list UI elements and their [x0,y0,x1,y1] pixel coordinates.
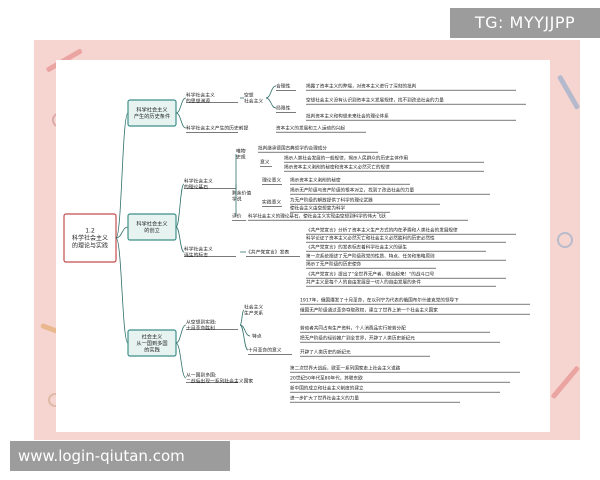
leaf-l22: 劳动者共同占有生产资料，个人消费品实行按劳分配 [300,325,406,332]
connector-line [265,97,277,109]
connector-line [175,342,187,379]
connector-line [115,112,129,239]
leaf-l2: 空想社会主义没有认识到资本主义发展规律，找不到改造社会的力量 [306,97,444,104]
pencil-deco [557,75,580,110]
leaf-l1: 揭露了资本主义的弊端，对资本主义进行了深刻的批判 [306,83,417,90]
clip-deco [557,232,573,248]
node-tedian: 特点 [252,333,262,340]
leaf-l5: 批判继承德国古典哲学的合理成分 [258,145,327,152]
connector-line [175,183,185,228]
leaf-l20: 1917年，俄国爆发了十月革命，在以列宁为代表的俄国布尔什维克党的领导下 [300,297,459,304]
sub-node-1: 科学社会主义的思想渊源 [186,92,215,105]
sub-node-6: 从一国到多国:二战后出现一系列社会主义国家 [186,372,253,385]
branch-node-1-label: 科学社会主义产生的历史条件 [134,106,170,121]
node-weiwu: 唯物史观 [236,148,246,161]
connector-line [175,112,187,129]
leaf-l28: 进一步扩大了世界社会主义的力量 [290,395,359,402]
leaf-l16: 第一次系统阐述了无产阶级政党的性质、特点、任务和策略原则 [306,253,435,260]
leaf-l6: 揭示人类社会发展的一般规律，揭示人民群众的历史主体作用 [284,155,408,162]
leaf-l9: 揭示无产阶级与资产阶级的根本对立，找到了改造社会的力量 [290,187,414,194]
connector-line [239,309,245,326]
branch-node-3-label: 社会主义从一国到多国的实践 [136,332,167,353]
leaf-l12: 科学社会主义的理论基石，使社会主义实现由空想到科学的伟大飞跃 [248,213,386,220]
leaf-l14: 科学论证了资本主义必然灭亡和社会主义必然胜利的历史必然性 [306,235,435,242]
leaf-l13: 《共产党宣言》分析了资本主义生产方式的内在矛盾和人类社会的发展规律 [306,227,458,234]
node-lilunyiyi: 理论意义 [262,177,281,184]
leaf-l26: 20世纪50年代至80年代，苏联东欧 [290,375,363,382]
leaf-l4: 资本主义的发展和工人运动的兴起 [276,125,345,132]
branch-node-2-label: 科学社会主义的创立 [136,220,167,235]
leaf-l19: 共产主义是每个人的自由发展是一切人的自由发展的条件 [306,279,421,286]
leaf-l27: 新中国的成立和社会主义制度的建立 [290,385,364,392]
connector-line [239,324,249,351]
leaf-l24: 开辟了人类历史的新纪元 [300,349,351,356]
node-shehuizhuyi: 社会主义生产关系 [244,304,263,317]
leaf-l10: 为无产阶级的解放提供了科学的理论武器 [290,197,373,204]
connector-line [175,97,187,114]
node-helixing: 合理性 [276,83,291,90]
leaf-l23: 把无产阶级的经验推广到全世界，开辟了人类历史新纪元 [300,335,415,342]
connector-line [265,85,277,99]
node-juxianxing: 局限性 [276,105,291,112]
leaf-l18: 《共产党宣言》提出了"全世界无产者，联合起来！"的战斗口号 [306,271,435,278]
sub-node-5: 从空想到实践:十月革命胜利 [186,319,217,332]
leaf-l15: 《共产党宣言》的发表标志着科学社会主义的诞生 [306,244,407,251]
leaf-l21: 俄国无产阶级通过革命夺取政权，建立了世界上第一个社会主义国家 [300,307,438,314]
sub-node-4: 科学社会主义诞生的标志 [184,246,213,259]
leaf-l17: 揭示了无产阶级的历史使命 [306,261,362,268]
sub-node-2: 科学社会主义产生的历史前提 [186,125,249,132]
connector-line [175,226,185,253]
node-kongxiang: 空想社会主义 [244,92,263,105]
node-yiyi: 意义 [260,159,270,166]
connector-line [239,324,251,337]
leaf-l25: 第二次世界大战后，欧亚一系列国家走上社会主义道路 [290,365,401,372]
node-shijianyiyi: 实践意义 [262,199,281,206]
node-pingjia: 评价 [232,213,242,220]
node-xuanyan: 《共产党宣言》发表 [246,249,289,256]
watermark-top: TG: MYYJJPP [450,8,600,38]
leaf-l8: 揭示资本主义剥削的秘密 [290,177,341,184]
node-shiyue: 十月革命的意义 [248,347,282,354]
connector-line [115,226,129,239]
sub-node-3: 科学社会主义的理论基石 [184,178,213,191]
connector-line [175,324,187,344]
pencil-deco [551,366,580,399]
leaf-l3: 批判资本主义和构想未来社会的理论体系 [306,113,389,120]
node-shengyu: 剩余价值学说 [232,190,251,203]
watermark-bottom: www.login-qiutan.com [10,441,230,471]
leaf-l7: 揭示资本主义剥削的秘密和资本主义必然灭亡的规律 [284,164,390,171]
leaf-l11: 使社会主义由空想变为科学 [290,205,346,212]
connector-line [115,237,129,344]
